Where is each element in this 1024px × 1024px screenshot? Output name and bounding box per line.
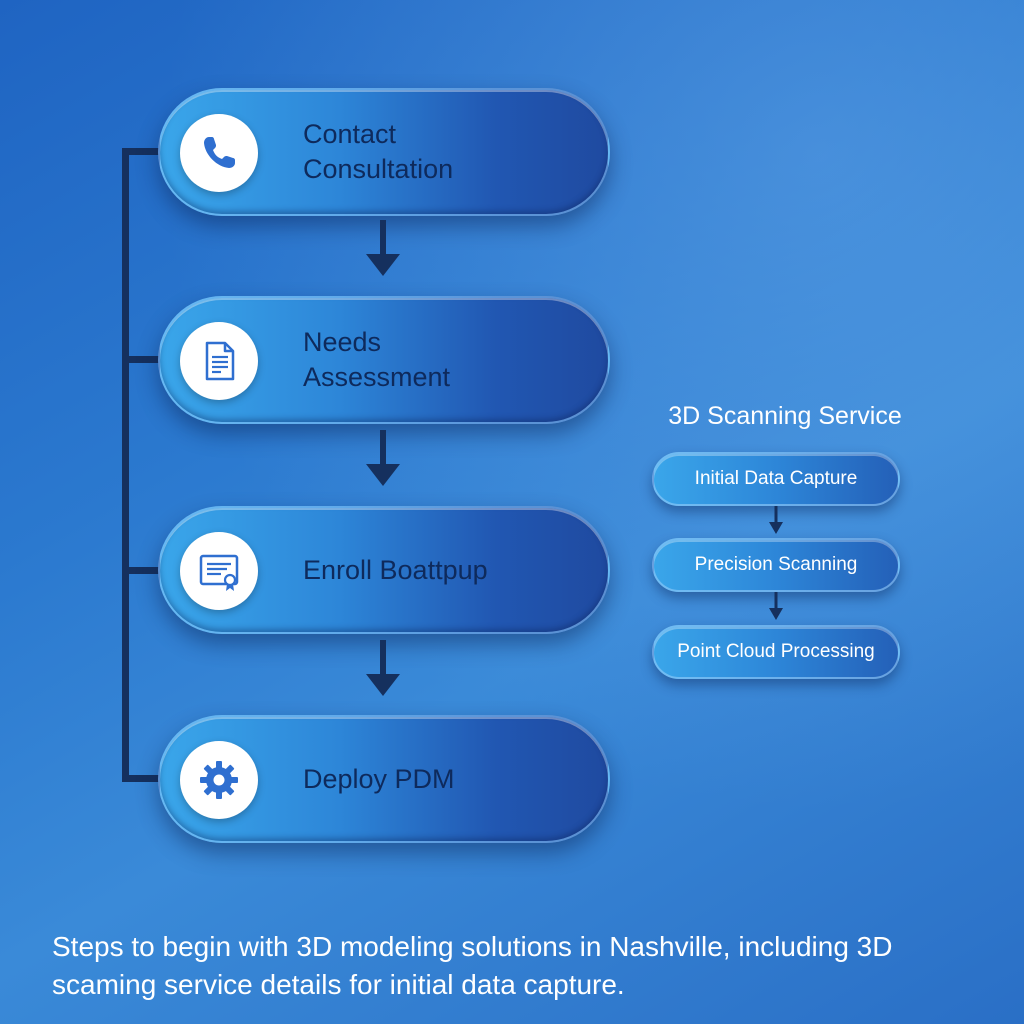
connector-branch-2 <box>122 356 168 363</box>
step-label: Enroll Boattpup <box>303 554 488 585</box>
step-label: Deploy PDM <box>303 763 455 794</box>
connector-branch-3 <box>122 567 168 574</box>
step-needs-assessment: Needs Assessment <box>158 296 610 424</box>
down-arrow-3 <box>366 640 400 696</box>
step-label: Needs Assessment <box>303 327 451 392</box>
gear-icon <box>200 761 238 799</box>
connector-branch-1 <box>122 148 168 155</box>
document-icon <box>205 341 235 381</box>
connector-branch-4 <box>122 775 168 782</box>
sub-step-precision-scanning: Precision Scanning <box>652 538 900 592</box>
down-arrow-1 <box>366 220 400 276</box>
down-arrow-2 <box>366 430 400 486</box>
step-deploy-pdm: Deploy PDM <box>158 715 610 843</box>
step-icon-circle <box>180 322 258 400</box>
step-label: Contact Consultation <box>303 119 454 184</box>
sub-step-initial-data-capture: Initial Data Capture <box>652 452 900 506</box>
caption-text: Steps to begin with 3D modeling solution… <box>52 931 893 1000</box>
step-icon-circle <box>180 532 258 610</box>
phone-icon <box>204 137 235 168</box>
step-icon-circle <box>180 741 258 819</box>
certificate-icon <box>199 554 239 591</box>
connector-spine <box>122 148 129 782</box>
sub-step-point-cloud-processing: Point Cloud Processing <box>652 625 900 679</box>
sub-down-arrow-2 <box>769 592 783 620</box>
sub-down-arrow-1 <box>769 506 783 534</box>
step-contact-consultation: Contact Consultation <box>158 88 610 216</box>
step-icon-circle <box>180 114 258 192</box>
side-panel-title: 3D Scanning Service <box>668 402 902 430</box>
step-enroll: Enroll Boattpup <box>158 506 610 634</box>
